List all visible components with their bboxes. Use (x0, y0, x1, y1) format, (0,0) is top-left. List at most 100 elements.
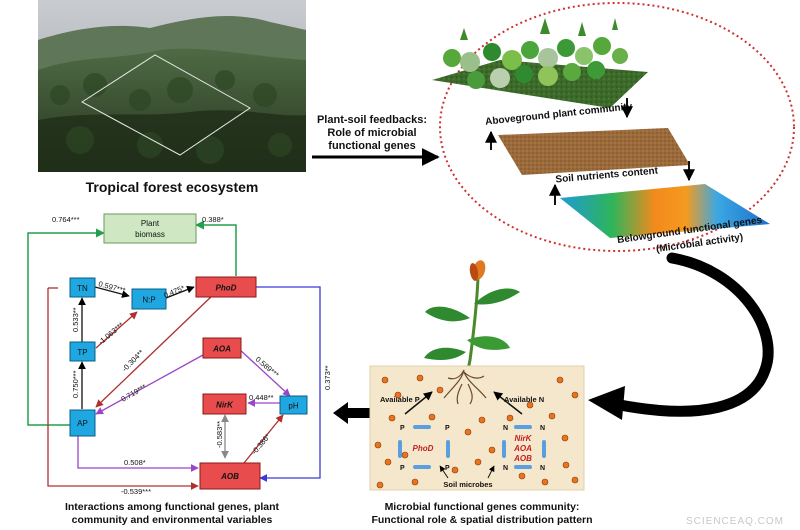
node-phod: PhoD (195, 276, 257, 298)
soil-microbe-dot (394, 391, 402, 399)
soil-microbe-dot (381, 376, 389, 384)
network-caption-1: Interactions among functional genes, pla… (65, 501, 280, 513)
aoa-gene-label: AOA (513, 444, 532, 453)
soil-microbe-dot (488, 446, 496, 454)
network-caption-2: community and environmental variables (72, 514, 273, 526)
node-nirk: NirK (202, 393, 247, 415)
feedback-line3: functional genes (328, 140, 415, 152)
soil-microbe-dot (561, 434, 569, 442)
microbial-caption-2: Functional role & spatial distribution p… (371, 514, 592, 526)
coef-nirk-aob: -0.583** (215, 421, 224, 448)
soil-microbe-dot (388, 414, 396, 422)
node-aob: AOB (199, 462, 261, 490)
aob-gene-label: AOB (513, 454, 532, 463)
soil-microbe-dot (506, 414, 514, 422)
soil-microbe-dot (436, 386, 444, 394)
coef-ap-biomass: 0.764*** (52, 215, 80, 224)
node-tn: TN (69, 277, 96, 298)
coef-phod-aob: 0.373** (323, 365, 332, 390)
coef-aoa-ap: 0.719*** (120, 382, 148, 404)
aboveground-block (432, 18, 648, 108)
soil-microbe-dot (384, 458, 392, 466)
p-symbol-3: P (400, 465, 405, 472)
soil-microbe-dot (562, 461, 570, 469)
plant-biomass-line1: Plant (141, 219, 160, 228)
node-nirk-label: NirK (216, 401, 234, 410)
soil-microbe-dot (548, 412, 556, 420)
node-np-label: N:P (142, 296, 155, 305)
coef-ap-aob-neg: -0.539*** (121, 487, 151, 496)
coef-tp-np: -1.063*** (97, 320, 126, 346)
microbial-soil-box: Available P Available N PhoD NirK AOA AO… (369, 365, 585, 491)
soil-microbe-dot (428, 413, 436, 421)
soil-microbe-dot (571, 476, 579, 484)
coef-nirk-ph: 0.448** (249, 393, 274, 402)
n-symbol-3: N (503, 465, 508, 472)
plant-biomass-node: Plant biomass (103, 213, 197, 244)
plant-biomass-line2: biomass (135, 230, 165, 239)
feedback-ellipse (439, 2, 795, 252)
arrow-n-uptake (493, 391, 523, 415)
microbes-pointer-1 (439, 465, 449, 479)
node-aob-label: AOB (220, 472, 239, 481)
feedback-label: Plant-soil feedbacks: Role of microbial … (317, 114, 427, 152)
available-n-label: Available N (504, 395, 544, 404)
node-ap-label: AP (77, 419, 88, 428)
coef-tp-tn: 0.533** (71, 307, 80, 332)
node-tp: TP (69, 341, 96, 362)
coef-phod-ap: -0.304** (120, 348, 146, 374)
node-ap: AP (69, 409, 96, 437)
soil-microbe-dot (556, 376, 564, 384)
p-symbol-1: P (400, 425, 405, 432)
node-ph: pH (279, 395, 308, 415)
tree-canopy-cluster (443, 18, 628, 89)
plant-roots (443, 369, 487, 405)
forest-caption: Tropical forest ecosystem (86, 179, 259, 195)
coef-ap-aob: 0.508* (124, 458, 146, 467)
soil-microbe-dot (571, 391, 579, 399)
coef-np-phod: 0.475* (162, 283, 186, 299)
node-aoa-label: AOA (212, 345, 231, 354)
soil-microbes-dots (374, 374, 579, 489)
node-phod-label: PhoD (216, 284, 237, 293)
node-ph-label: pH (288, 402, 298, 411)
n-symbol-4: N (540, 465, 545, 472)
soil-microbes-label: Soil microbes (443, 480, 492, 489)
coef-ap-tp: 0.750*** (71, 370, 80, 398)
node-tn-label: TN (77, 284, 88, 293)
node-np: N:P (131, 288, 167, 310)
microbial-caption-1: Microbial functional genes community: (385, 501, 580, 513)
soil-microbe-dot (416, 374, 424, 382)
n-symbol-2: N (540, 425, 545, 432)
aboveground-label: Aboveground plant community (485, 101, 634, 127)
phod-gene-label: PhoD (413, 444, 434, 453)
belowground-genes-block (560, 184, 770, 238)
p-symbol-4: P (445, 465, 450, 472)
coef-tn-np: 0.597*** (97, 279, 126, 295)
n-symbol-1: N (503, 425, 508, 432)
nirk-gene-label: NirK (515, 434, 533, 443)
forest-photo (38, 0, 306, 173)
soil-microbe-dot (411, 478, 419, 486)
curved-arrow (588, 252, 774, 420)
network-edges (27, 220, 321, 490)
soil-microbe-dot (518, 472, 526, 480)
available-p-label: Available P (380, 395, 420, 404)
seedling-plant (424, 260, 520, 385)
node-aoa: AOA (202, 337, 242, 359)
coef-phod-biomass: 0.388* (202, 215, 224, 224)
node-tp-label: TP (77, 348, 87, 357)
coef-aob-ph: -0.386* (250, 432, 272, 456)
soil-microbe-dot (464, 428, 472, 436)
soil-microbe-dot (451, 466, 459, 474)
soil-microbe-dot (526, 401, 534, 409)
arrow-p-uptake (404, 391, 433, 415)
feedback-line1: Plant-soil feedbacks: (317, 114, 427, 126)
soil-microbe-dot (401, 451, 409, 459)
soil-nutrients-block (498, 128, 690, 175)
watermark: SCIENCEAQ.COM (686, 516, 784, 527)
p-symbol-2: P (445, 425, 450, 432)
microbes-pointer-2 (487, 465, 495, 479)
